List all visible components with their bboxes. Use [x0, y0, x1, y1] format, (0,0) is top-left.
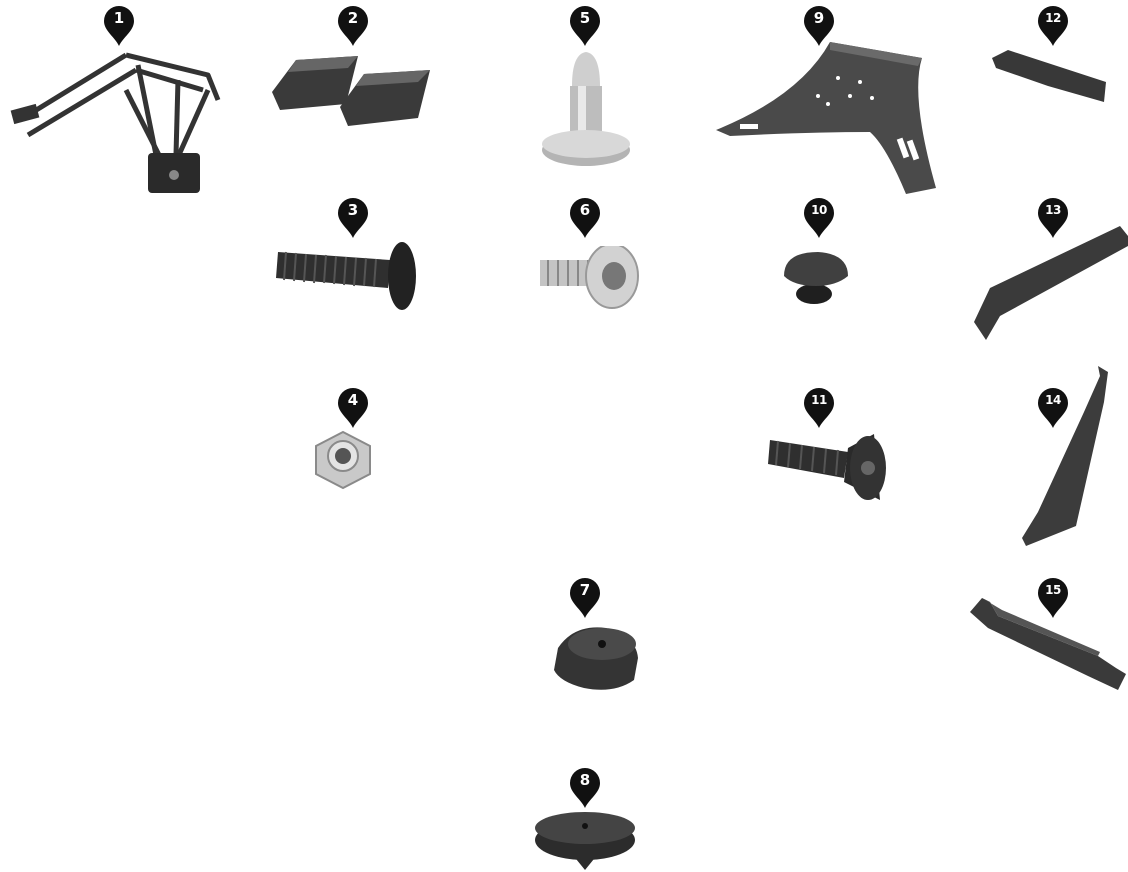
callout-number: 2 [336, 8, 370, 28]
callout-number: 9 [802, 8, 836, 28]
countersunk-screw-icon [764, 428, 904, 510]
rubber-plug-icon [776, 246, 866, 310]
callout-number: 10 [802, 200, 836, 220]
locating-pin-icon [536, 46, 636, 174]
callout-marker: 7 [568, 576, 602, 620]
callout-number: 13 [1036, 200, 1070, 220]
callout-number: 6 [568, 200, 602, 220]
callout-number: 5 [568, 8, 602, 28]
callout-marker: 4 [336, 386, 370, 430]
mounting-plate-icon [710, 36, 950, 198]
callout-marker: 3 [336, 196, 370, 240]
callout-number: 1 [102, 8, 136, 28]
callout-marker: 2 [336, 4, 370, 48]
callout-marker: 5 [568, 4, 602, 48]
rubber-pads-icon [268, 52, 438, 142]
subframe-bracket-icon [8, 45, 238, 215]
callout-marker: 12 [1036, 4, 1070, 48]
callout-number: 3 [336, 200, 370, 220]
rubber-bumper-icon [544, 618, 644, 696]
callout-number: 8 [568, 770, 602, 790]
button-head-bolt-icon [272, 238, 422, 318]
edge-trim-strip-icon [968, 594, 1128, 694]
lock-nut-icon [310, 428, 376, 492]
callout-number: 7 [568, 580, 602, 600]
rubber-strip-icon [988, 46, 1112, 106]
callout-number: 11 [802, 390, 836, 410]
callout-marker: 1 [102, 4, 136, 48]
long-rubber-strip-icon [970, 224, 1128, 344]
callout-marker: 8 [568, 766, 602, 810]
callout-marker: 11 [802, 386, 836, 430]
callout-marker: 6 [568, 196, 602, 240]
callout-marker: 10 [802, 196, 836, 240]
flange-screw-icon [534, 246, 644, 316]
callout-number: 4 [336, 390, 370, 410]
callout-number: 12 [1036, 8, 1070, 28]
side-rubber-strip-icon [1014, 362, 1114, 548]
rubber-foot-icon [530, 808, 640, 872]
